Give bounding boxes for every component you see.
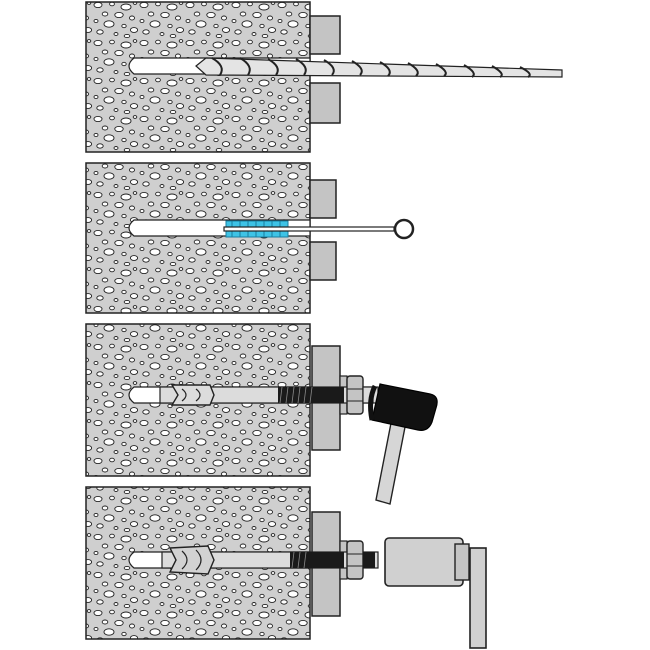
fixture-plate-bottom (309, 82, 341, 124)
brush-ring (393, 218, 415, 240)
hammer-head (371, 383, 438, 431)
fixture-plate-top (309, 15, 341, 55)
step-1-drill-hole (85, 1, 563, 153)
concrete-block (85, 162, 311, 314)
hex-nut (346, 375, 364, 415)
fixture-plate-bottom (309, 241, 337, 281)
step-3-hammer-in-anchor (85, 323, 438, 505)
concrete-block (85, 1, 311, 153)
brush-icon (223, 218, 415, 240)
bolt-end (363, 552, 375, 568)
step-4-tighten-nut (85, 486, 487, 649)
anchor-bolt (161, 540, 379, 580)
expansion-clip (170, 384, 215, 406)
hex-nut (346, 540, 364, 580)
wrench-handle (469, 547, 487, 649)
thread (290, 552, 344, 568)
brush-handle (223, 226, 395, 232)
wrench-icon (384, 537, 487, 649)
drill-bit-icon (195, 57, 563, 78)
hammer-handle (375, 417, 407, 505)
hammer-icon (368, 383, 438, 505)
socket-rim (454, 543, 470, 581)
socket (384, 537, 464, 587)
step-2-clean-hole (85, 162, 415, 314)
fixture-plate-top (309, 179, 337, 219)
expanded-clip (168, 545, 215, 575)
